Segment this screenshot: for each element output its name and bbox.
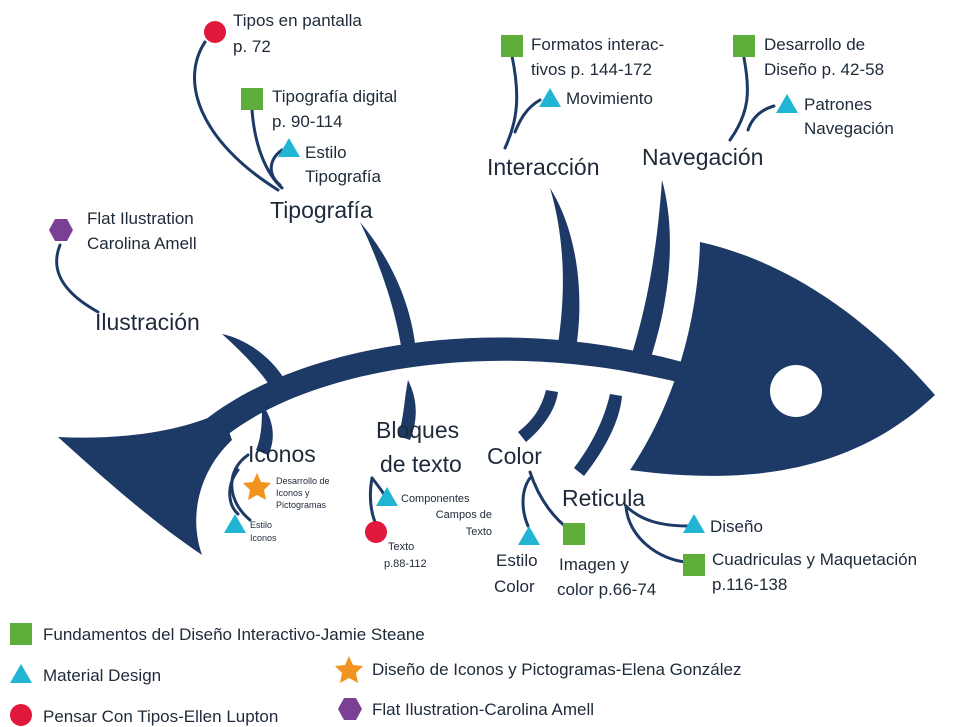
item-flat-1: Flat Ilustration (87, 209, 194, 228)
item-componentes-1: Componentes (401, 493, 470, 505)
rib-upper-navegacion (628, 180, 670, 372)
item-flat-2: Carolina Amell (87, 234, 197, 253)
category-interaccion: Interacción (487, 154, 600, 180)
legend-triangle-label: Material Design (43, 666, 161, 685)
rib-lower-color (518, 390, 558, 442)
square-icon (733, 35, 755, 57)
item-texto-2: p.88-112 (384, 558, 427, 570)
category-ilustracion: Ilustración (95, 309, 200, 335)
triangle-icon (776, 94, 798, 113)
item-diseno: Diseño (710, 517, 763, 536)
item-tipografia-digital-2: p. 90-114 (272, 112, 343, 131)
item-cuadriculas-2: p.116-138 (712, 575, 787, 594)
item-componentes-3: Texto (466, 526, 492, 538)
triangle-icon (518, 526, 540, 545)
connector-flat (57, 245, 98, 312)
fish-head (630, 242, 935, 476)
category-reticula: Reticula (562, 485, 645, 511)
legend: Fundamentos del Diseño Interactivo-Jamie… (10, 623, 741, 726)
item-formatos-2: tivos p. 144-172 (531, 60, 652, 79)
item-imagen-color-2: color p.66-74 (557, 580, 656, 599)
item-estilo-iconos-1: Estilo (250, 520, 272, 530)
item-tipografia-digital-1: Tipografía digital (272, 87, 397, 106)
fish-tail (58, 412, 232, 555)
circle-icon (204, 21, 226, 43)
item-estilo-tipografia-1: Estilo (305, 143, 347, 162)
triangle-icon (224, 514, 246, 533)
square-icon (683, 554, 705, 576)
legend-square-icon (10, 623, 32, 645)
item-texto-1: Texto (388, 541, 414, 553)
triangle-icon (683, 514, 705, 533)
item-estilo-color-1: Estilo (496, 551, 538, 570)
legend-star-icon (335, 656, 363, 683)
legend-hexagon-label: Flat Ilustration-Carolina Amell (372, 700, 594, 719)
connector-patrones (748, 106, 774, 130)
rib-upper-interaccion (550, 188, 579, 360)
legend-triangle-icon (10, 664, 32, 683)
item-patrones-1: Patrones (804, 95, 872, 114)
item-desarrollo-diseno-2: Diseño p. 42-58 (764, 60, 884, 79)
legend-square-label: Fundamentos del Diseño Interactivo-Jamie… (43, 625, 425, 644)
legend-circle-icon (10, 704, 32, 726)
square-icon (501, 35, 523, 57)
category-iconos: Iconos (248, 441, 316, 467)
item-tipos-pantalla-1: Tipos en pantalla (233, 11, 362, 30)
rib-lower-reticula (574, 394, 622, 476)
item-estilo-tipografia-2: Tipografía (305, 167, 381, 186)
item-imagen-color-1: Imagen y (559, 555, 629, 574)
legend-star-label: Diseño de Iconos y Pictogramas-Elena Gon… (372, 660, 741, 679)
square-icon (563, 523, 585, 545)
item-movimiento: Movimiento (566, 89, 653, 108)
legend-hexagon-icon (338, 698, 362, 720)
connector-formatos (505, 56, 517, 148)
hexagon-icon (49, 219, 73, 241)
item-desarrollo-iconos-3: Pictogramas (276, 500, 327, 510)
circle-icon (365, 521, 387, 543)
category-color: Color (487, 443, 542, 469)
connector-estilo-color (523, 478, 530, 526)
item-cuadriculas-1: Cuadriculas y Maquetación (712, 550, 917, 569)
item-estilo-color-2: Color (494, 577, 535, 596)
rib-upper-tipografia (360, 222, 416, 352)
fish-eye (770, 365, 822, 417)
connector-desarrollo-diseno (730, 58, 747, 140)
category-bloques-2: de texto (380, 451, 462, 477)
legend-circle-label: Pensar Con Tipos-Ellen Lupton (43, 707, 278, 726)
triangle-icon (539, 88, 561, 107)
item-tipos-pantalla-2: p. 72 (233, 37, 271, 56)
item-patrones-2: Navegación (804, 119, 894, 138)
item-desarrollo-diseno-1: Desarrollo de (764, 35, 865, 54)
item-desarrollo-iconos-1: Desarrollo de (276, 476, 330, 486)
triangle-icon (278, 138, 300, 157)
star-icon (243, 473, 271, 500)
item-componentes-2: Campos de (436, 509, 492, 521)
category-tipografia: Tipografía (270, 197, 373, 223)
rib-upper-ilustracion (222, 334, 290, 395)
item-estilo-iconos-2: Iconos (250, 533, 277, 543)
item-desarrollo-iconos-2: Iconos y (276, 488, 310, 498)
category-bloques-1: Bloques (376, 417, 459, 443)
square-icon (241, 88, 263, 110)
connector-movimiento (515, 100, 540, 132)
item-formatos-1: Formatos interac- (531, 35, 664, 54)
category-navegacion: Navegación (642, 144, 763, 170)
